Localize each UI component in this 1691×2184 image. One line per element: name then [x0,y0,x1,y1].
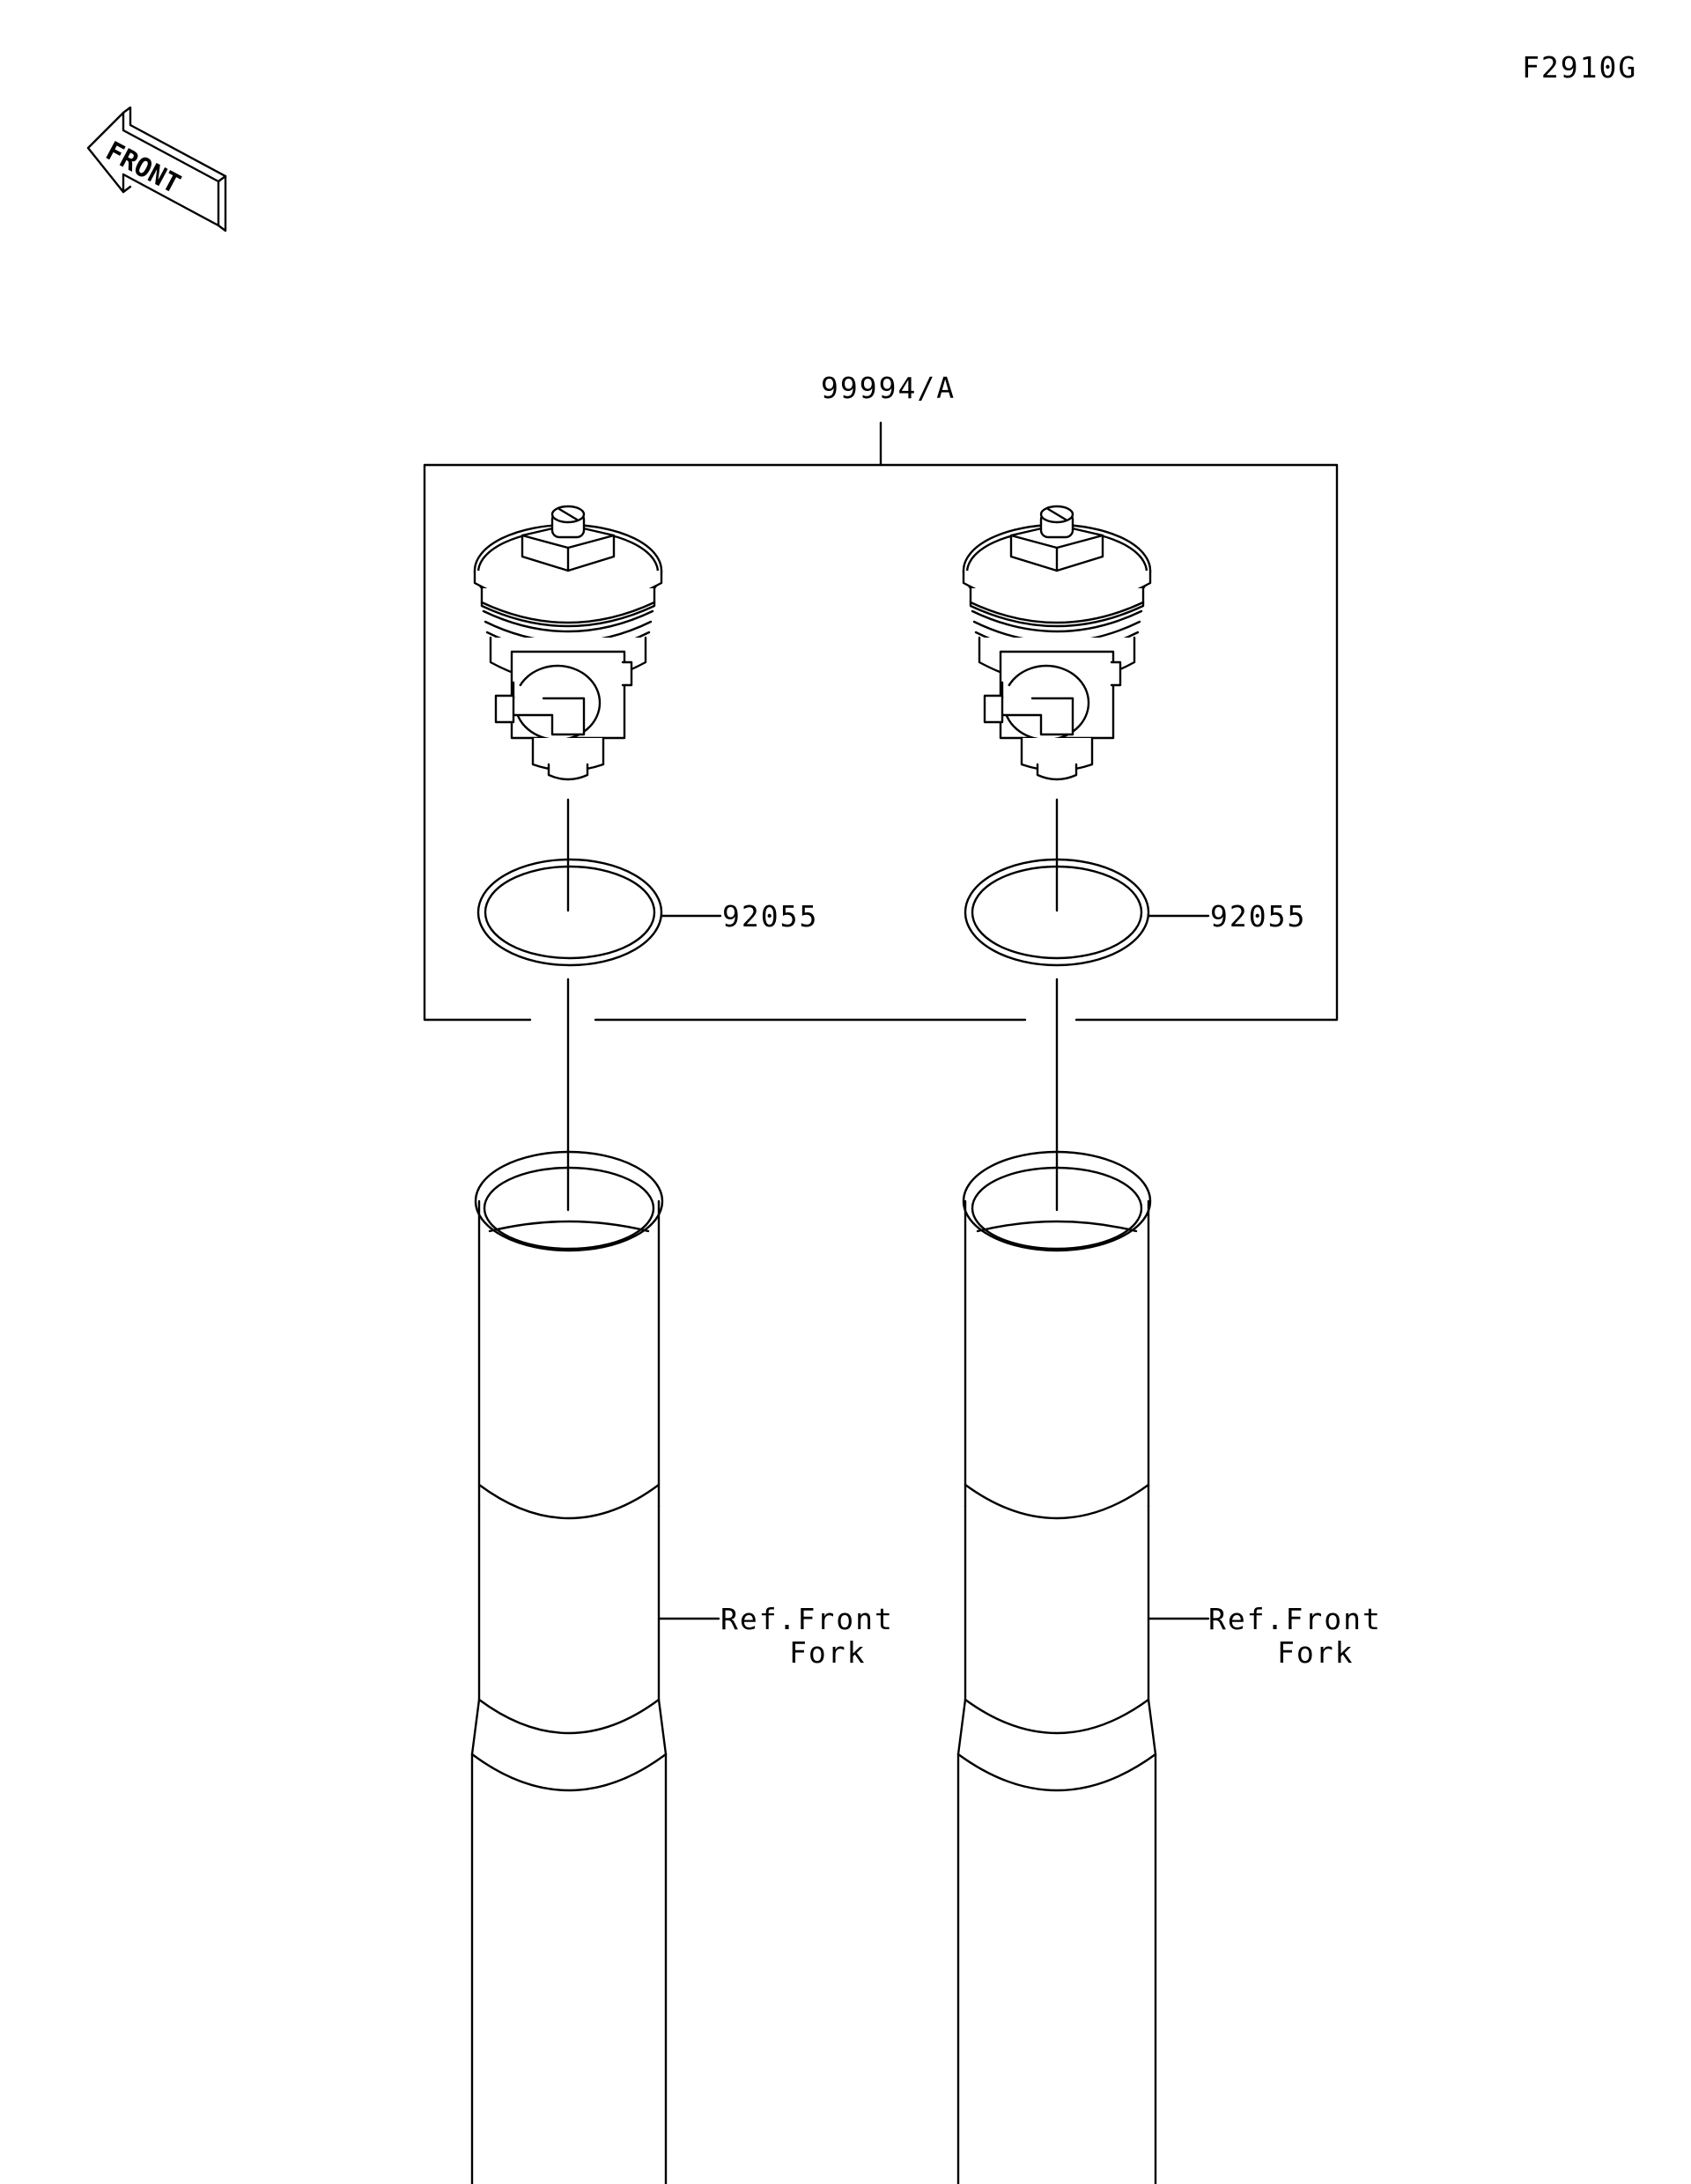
front-arrow-icon: FRONT [86,106,227,232]
kit-part-number: 99994/A [821,371,956,405]
right-inner-tube [956,1150,1157,2184]
left-o-ring [476,858,663,967]
diagram-code: F2910G [1522,50,1637,85]
left-ref-front-fork-line2: Fork [789,1635,866,1670]
right-fork-cap-bolt [962,505,1152,781]
kit-bracket-box [423,463,1339,1022]
right-o-ring [964,858,1150,967]
left-inner-tube [470,1150,668,2184]
left-o-ring-part-number: 92055 [722,899,818,933]
left-ref-front-fork-line1: Ref.Front [720,1602,894,1636]
right-ref-front-fork-line1: Ref.Front [1208,1602,1382,1636]
right-o-ring-part-number: 92055 [1210,899,1306,933]
right-ref-front-fork-line2: Fork [1277,1635,1354,1670]
left-fork-cap-bolt [473,505,663,781]
